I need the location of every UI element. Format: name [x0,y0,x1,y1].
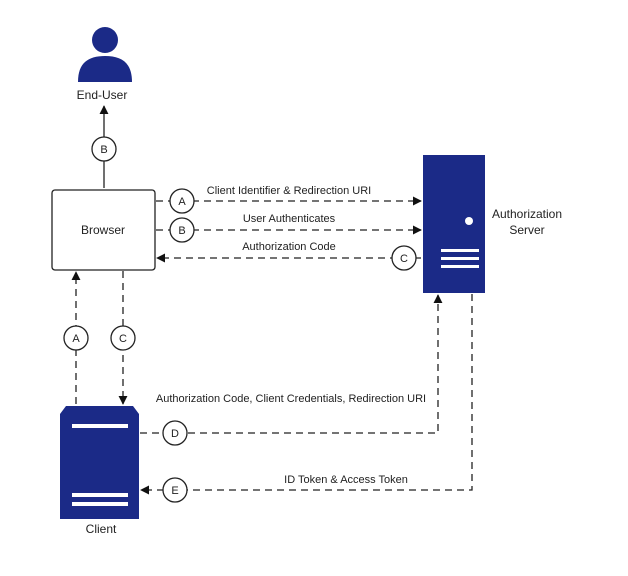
step-label: C [400,253,408,265]
flow-label: Authorization Code [242,241,336,253]
step-label: E [171,485,178,497]
browser-node: Browser [51,189,156,271]
client-label: Client [86,522,117,536]
end-user-node: End-User [77,27,132,102]
flow-client-id-redirect: A Client Identifier & Redirection URI [156,185,422,214]
step-label: C [119,333,127,345]
authorization-server-label-line2: Server [509,223,544,237]
step-label: A [72,333,80,345]
flow-label: Authorization Code, Client Credentials, … [156,393,426,405]
flow-browser-to-user: B [91,105,117,188]
flow-authorization-code: C Authorization Code [156,241,421,271]
flow-token-response: E ID Token & Access Token [140,294,473,503]
step-label: B [100,144,107,156]
server-icon [423,155,485,293]
flow-label: Client Identifier & Redirection URI [207,185,371,197]
authorization-server-node: Authorization Server [423,155,562,293]
step-label: D [171,428,179,440]
flow-token-request: D Authorization Code, Client Credentials… [140,294,443,446]
client-node: Client [60,406,139,536]
flow-user-authenticates: B User Authenticates [156,213,422,243]
browser-label: Browser [81,223,125,237]
authorization-server-label-line1: Authorization [492,207,562,221]
end-user-label: End-User [77,88,128,102]
flow-client-to-browser: A [63,271,89,404]
flow-label: User Authenticates [243,213,336,225]
flow-label: ID Token & Access Token [284,474,408,486]
flow-browser-to-client: C [110,271,136,405]
step-label: B [178,225,185,237]
user-icon [78,27,132,82]
server-icon [60,406,139,519]
step-label: A [178,196,186,208]
